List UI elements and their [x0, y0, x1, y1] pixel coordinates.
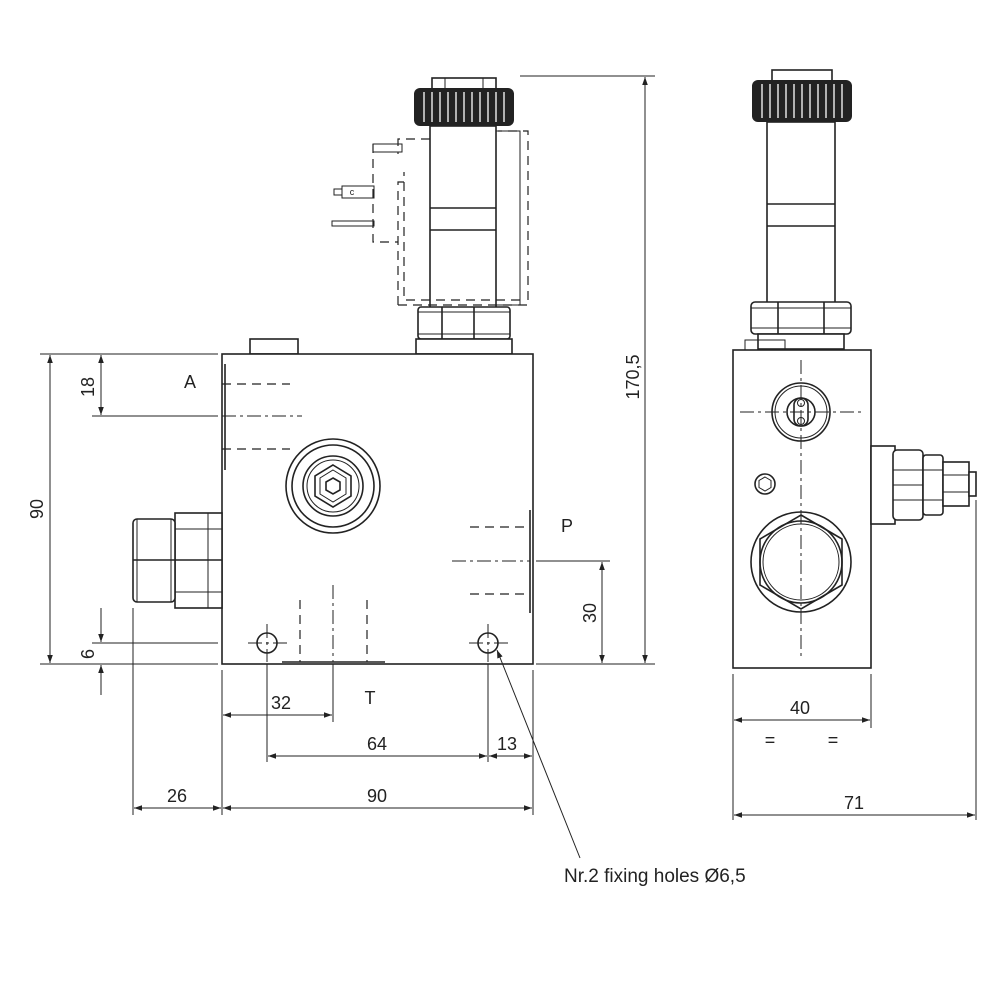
dim-40: 40 — [790, 698, 810, 718]
dim-170-5: 170,5 — [623, 354, 643, 399]
port-t-hidden-lines — [282, 585, 385, 663]
side-fitting-right — [870, 445, 977, 525]
port-p-hidden-lines — [452, 510, 531, 613]
dim-90-horizontal: 90 — [367, 786, 387, 806]
dim-71: 71 — [844, 793, 864, 813]
front-dimensions: 170,5 90 18 6 30 32 64 13 — [27, 75, 746, 887]
dim-30: 30 — [580, 603, 600, 623]
front-view: c — [132, 77, 573, 708]
solenoid-coil: c — [331, 125, 529, 311]
side-coil-nut — [744, 301, 852, 351]
fixing-holes-note: Nr.2 fixing holes Ø6,5 — [564, 866, 746, 887]
side-dimensions: 40 = = 71 — [732, 500, 977, 820]
top-plug — [249, 338, 299, 355]
fixing-hole-left — [248, 624, 287, 662]
side-solenoid-coil — [766, 121, 836, 305]
port-a-hidden-lines — [222, 364, 302, 470]
manifold-block — [221, 353, 534, 665]
port-t-label: T — [365, 688, 376, 708]
side-coil-knob — [752, 69, 852, 122]
port-p-label: P — [561, 516, 573, 536]
dim-equal-left: = — [765, 730, 776, 750]
fixing-hole-right — [469, 624, 508, 662]
cartridge-valve — [285, 438, 381, 534]
dim-13: 13 — [497, 734, 517, 754]
dim-64: 64 — [367, 734, 387, 754]
dim-26: 26 — [167, 786, 187, 806]
coil-nut — [415, 306, 513, 355]
dim-32: 32 — [271, 693, 291, 713]
dim-90-vertical: 90 — [27, 499, 47, 519]
coil-knob — [414, 77, 514, 126]
dim-18: 18 — [78, 377, 98, 397]
dim-6: 6 — [78, 649, 98, 659]
port-a-label: A — [184, 372, 196, 392]
side-fitting-left — [132, 512, 223, 609]
side-view — [732, 69, 977, 669]
side-small-plug — [754, 473, 776, 495]
dim-equal-right: = — [828, 730, 839, 750]
coil-terminal-label: c — [350, 187, 355, 197]
